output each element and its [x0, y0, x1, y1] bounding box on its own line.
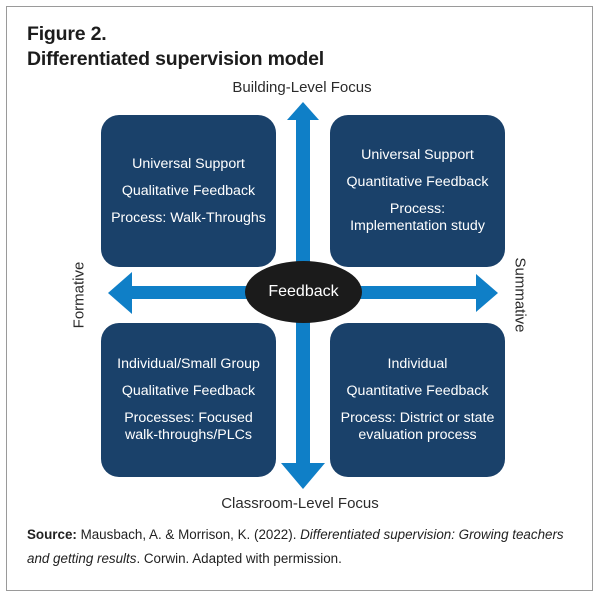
quadrant-formative-classroom: Individual/Small Group Qualitative Feedb… — [101, 323, 276, 477]
arrow-up-head — [287, 102, 319, 120]
quadrant-process-value: Implementation study — [350, 218, 485, 234]
quadrant-process-label: Process: District or state — [340, 410, 495, 426]
quadrant-support: Individual/Small Group — [117, 356, 260, 372]
quadrant-process: Process: Walk-Throughs — [111, 209, 266, 226]
quadrant-process-value: walk-throughs/PLCs — [125, 427, 252, 443]
source-label: Source: — [27, 527, 77, 542]
quadrant-process-label: Process: — [389, 201, 446, 217]
quadrant-process-label: Processes: Focused — [124, 410, 253, 426]
source-authors: Mausbach, A. & Morrison, K. (2022). — [76, 527, 301, 542]
figure-title: Figure 2. Differentiated supervision mod… — [27, 22, 324, 72]
axis-label-building-level: Building-Level Focus — [232, 79, 372, 96]
quadrant-summative-classroom: Individual Quantitative Feedback Process… — [330, 323, 505, 477]
feedback-hub: Feedback — [245, 261, 362, 323]
quadrant-feedback-type: Quantitative Feedback — [346, 174, 489, 190]
quadrant-formative-building: Universal Support Qualitative Feedback P… — [101, 115, 276, 267]
quadrant-process: Process: Implementation study — [350, 201, 485, 235]
quadrant-support: Individual — [387, 356, 448, 372]
feedback-hub-label: Feedback — [268, 283, 339, 300]
figure-caption: Differentiated supervision model — [27, 48, 324, 70]
quadrant-feedback-type: Quantitative Feedback — [346, 383, 489, 399]
figure-number: Figure 2. — [27, 23, 107, 45]
arrow-down-head — [281, 463, 325, 489]
quadrant-feedback-type: Qualitative Feedback — [121, 182, 256, 199]
arrow-right-head — [476, 274, 498, 312]
arrow-left-head — [108, 272, 132, 314]
quadrant-feedback-type: Qualitative Feedback — [121, 383, 256, 399]
source-citation: Source: Mausbach, A. & Morrison, K. (202… — [27, 523, 587, 571]
quadrant-process: Processes: Focused walk-throughs/PLCs — [124, 410, 253, 444]
quadrant-process-value: evaluation process — [358, 427, 477, 443]
source-book-title: Differentiated supervision: Growing teac… — [27, 527, 564, 566]
quadrant-process: Process: District or state evaluation pr… — [341, 410, 495, 444]
quadrant-summative-building: Universal Support Quantitative Feedback … — [330, 115, 505, 267]
axis-label-classroom-level: Classroom-Level Focus — [221, 495, 379, 512]
quadrant-support: Universal Support — [361, 147, 474, 163]
source-publisher: . Corwin. Adapted with permission. — [136, 551, 342, 566]
quadrant-support: Universal Support — [132, 155, 245, 172]
